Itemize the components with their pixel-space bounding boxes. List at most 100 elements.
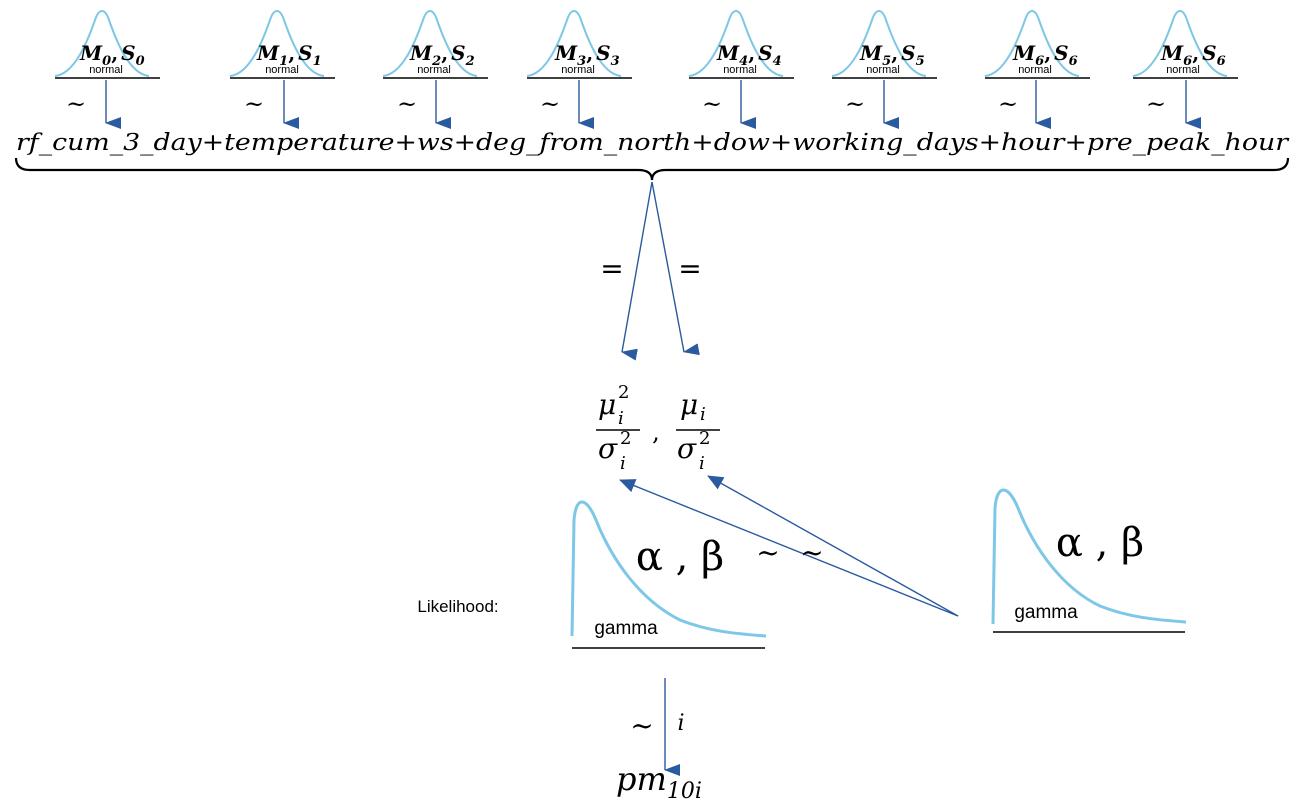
prior-dist-label: normal <box>1166 64 1200 76</box>
svg-text:σ: σ <box>598 432 618 465</box>
gamma-dist-label: gamma <box>594 618 658 639</box>
prior-mean-symbol: M <box>1012 41 1036 65</box>
prior-comma: , <box>1192 41 1199 65</box>
prior-tilde: ~ <box>702 90 722 118</box>
superscript-2: 2 <box>699 428 710 449</box>
svg-text:M6,S6: M6,S6 <box>1160 41 1226 69</box>
normal-curve-icon <box>54 10 150 77</box>
prior-normal-6: M6,S6 normal ~ <box>984 10 1090 129</box>
prior-normal-7: M6,S6 normal ~ <box>1132 10 1238 129</box>
prior-sd-symbol: S <box>451 41 465 65</box>
subscript-i: i <box>699 453 705 474</box>
prior-comma: , <box>748 41 755 65</box>
prior-normal-3: M3,S3 normal ~ <box>526 10 632 129</box>
predictor-term: ws <box>417 130 454 156</box>
outcome-variable: pm10i <box>616 760 702 801</box>
prior-mean-subscript: 6 <box>1183 54 1192 69</box>
normal-curve-icon <box>526 10 622 77</box>
subscript-i: i <box>700 404 706 425</box>
prior-mean-subscript: 3 <box>577 54 586 69</box>
prior-tilde: ~ <box>998 90 1018 118</box>
prior-mean-subscript: 1 <box>279 54 288 69</box>
sigma-symbol: σ <box>598 432 618 465</box>
prior-sd-symbol: S <box>1202 41 1216 65</box>
prior-comma: , <box>111 41 118 65</box>
svg-text:μ: μ <box>680 388 698 421</box>
svg-text:μ: μ <box>598 388 616 421</box>
prior-comma: , <box>586 41 593 65</box>
prior-dist-label: normal <box>723 64 757 76</box>
predictor-term: hour <box>1001 130 1067 156</box>
plus-sign: + <box>979 130 1001 156</box>
predictor-term: working_days <box>792 130 979 156</box>
plus-sign: + <box>770 130 792 156</box>
plus-sign: + <box>202 130 224 156</box>
prior-sd-symbol: S <box>758 41 772 65</box>
tilde-shape: ~ <box>756 536 779 569</box>
prior-tilde: ~ <box>244 90 264 118</box>
parameter-prior-gamma: α , β gamma <box>991 488 1187 633</box>
tilde-rate: ~ <box>800 536 823 569</box>
prior-sd-subscript: 5 <box>916 54 925 69</box>
prior-dist-label: normal <box>866 64 900 76</box>
prior-mean-symbol: M <box>1160 41 1184 65</box>
prior-mean-subscript: 2 <box>431 54 441 69</box>
prior-dist-label: normal <box>1018 64 1052 76</box>
prior-comma: , <box>891 41 898 65</box>
prior-normal-0: M0,S0 normal ~ <box>54 10 160 129</box>
gamma-dist-label: gamma <box>1014 602 1078 623</box>
prior-mean-subscript: 0 <box>102 54 111 69</box>
prior-comma: , <box>288 41 295 65</box>
plus-sign: + <box>395 130 417 156</box>
prior-mean-symbol: M <box>554 41 578 65</box>
normal-curve-icon <box>831 10 927 77</box>
superscript-2: 2 <box>618 382 629 403</box>
svg-text:M3,S3: M3,S3 <box>554 41 620 69</box>
prior-mean-subscript: 5 <box>882 54 891 69</box>
prior-sd-subscript: 0 <box>136 54 145 69</box>
prior-dist-label: normal <box>417 64 451 76</box>
subscript-i: i <box>618 408 624 429</box>
prior-sd-subscript: 6 <box>1069 54 1078 69</box>
prior-tilde: ~ <box>1146 90 1166 118</box>
gamma-params: α , β <box>1056 520 1144 566</box>
predictor-term: temperature <box>224 130 394 156</box>
prior-sd-subscript: 6 <box>1217 54 1226 69</box>
prior-comma: , <box>1044 41 1051 65</box>
gamma-curve-icon <box>991 488 1187 625</box>
underbrace <box>14 157 1290 181</box>
prior-sd-symbol: S <box>1054 41 1068 65</box>
equals-sign-left: = <box>600 252 623 285</box>
prior-arrow-shape <box>619 479 959 617</box>
predictor-term: rf_cum_3_day <box>16 130 203 156</box>
gamma-params: α , β <box>636 534 724 580</box>
prior-mean-symbol: M <box>79 41 103 65</box>
svg-text:M1,S1: M1,S1 <box>256 41 322 69</box>
svg-text:σ: σ <box>677 432 697 465</box>
prior-arrow-rate <box>707 475 959 617</box>
normal-curve-icon <box>382 10 478 77</box>
sigma-symbol: σ <box>677 432 697 465</box>
prior-comma: , <box>441 41 448 65</box>
prior-mean-symbol: M <box>256 41 280 65</box>
linear-predictor-equation: rf_cum_3_day+temperature+ws+deg_from_nor… <box>16 130 1290 156</box>
normal-curve-icon <box>229 10 325 77</box>
prior-mean-subscript: 4 <box>739 54 748 69</box>
prior-normal-2: M2,S2 normal ~ <box>382 10 488 129</box>
prior-dist-label: normal <box>89 64 123 76</box>
shape-parameter-fraction: μ 2 i σ 2 i <box>596 382 640 474</box>
prior-sd-symbol: S <box>121 41 135 65</box>
prior-sd-subscript: 1 <box>313 54 322 69</box>
link-arrow-shape <box>621 181 653 361</box>
prior-mean-symbol: M <box>859 41 883 65</box>
mu-symbol: μ <box>680 388 698 421</box>
svg-text:M5,S5: M5,S5 <box>859 41 925 69</box>
prior-sd-subscript: 4 <box>773 54 782 69</box>
outcome-tilde: ~ <box>630 709 653 742</box>
predictor-term: pre_peak_hour <box>1087 130 1290 156</box>
rate-parameter-fraction: μ i σ 2 i <box>676 388 720 474</box>
normal-curve-icon <box>1132 10 1228 77</box>
outcome-base: pm <box>616 760 667 798</box>
prior-tilde: ~ <box>845 90 865 118</box>
